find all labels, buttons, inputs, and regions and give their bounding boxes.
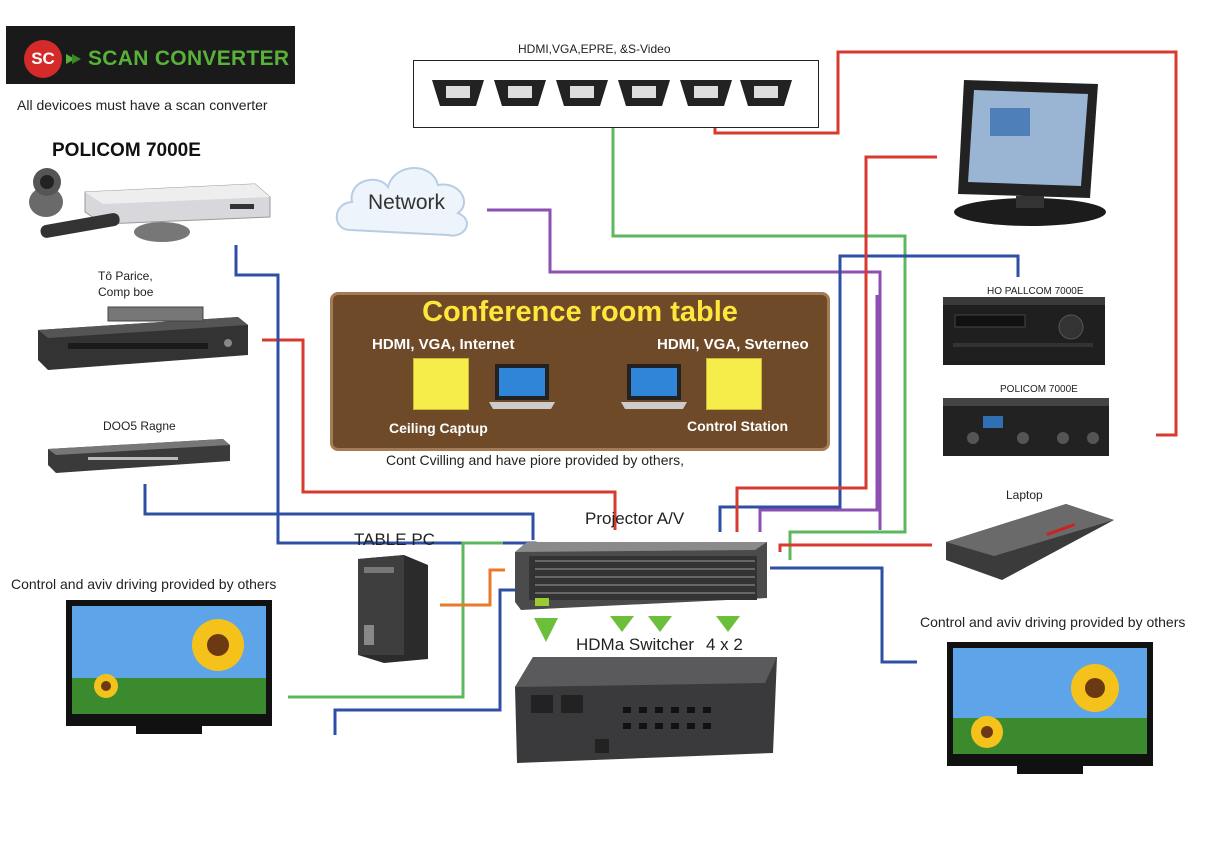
arrow-down-icon <box>534 618 558 642</box>
logo-arrow-icon <box>66 54 81 64</box>
hdmi-port-icon <box>432 80 484 106</box>
logo-text: SCAN CONVERTER <box>88 47 290 70</box>
hdmi-switcher-device-icon <box>515 657 777 763</box>
table-right-caption: Control Station <box>687 418 789 434</box>
projector-label: Projector A/V <box>585 509 685 528</box>
policom-title: POLICOM 7000E <box>52 140 201 161</box>
network-cloud-icon <box>335 167 468 237</box>
arrow-down-icon <box>648 616 672 632</box>
wire-red-laptop <box>778 543 932 552</box>
laptop-label: Laptop <box>1006 488 1043 502</box>
table-left-caption: Ceiling Captup <box>389 420 488 436</box>
under-table-note: Cont Cvilling and have piore provided by… <box>386 452 685 468</box>
wire-blue-dvd <box>143 484 535 540</box>
dvd-label: DOO5 Ragne <box>103 419 176 433</box>
table-right-heading: HDMI, VGA, Svterneo <box>657 336 809 353</box>
vga-port-icon <box>494 80 546 106</box>
laptop-device-icon <box>946 504 1114 580</box>
table-left-panel <box>413 358 469 410</box>
arrow-down-icon <box>716 616 740 632</box>
wire-blue-right-display <box>770 566 917 664</box>
left-display-caption: Control and aviv driving provided by oth… <box>11 576 277 592</box>
panel-title: HDMI,VGA,EPRE, &S-Video <box>518 42 671 56</box>
switcher-size: 4 x 2 <box>706 635 743 654</box>
right-rack1-label: HO PALLCOM 7000E <box>987 286 1084 297</box>
right-rack2-label: POLICOM 7000E <box>1000 384 1078 395</box>
left-display-icon <box>66 600 272 734</box>
table-pc-label: TABLE PC <box>354 530 435 549</box>
table-left-heading: HDMI, VGA, Internet <box>372 336 515 353</box>
table-right-panel <box>706 358 762 410</box>
network-label: Network <box>368 191 446 214</box>
touch-monitor-icon <box>954 80 1106 226</box>
amplifier-device-icon <box>943 398 1109 456</box>
right-display-icon <box>947 642 1153 774</box>
to-parice-label-2: Comp boe <box>98 285 154 299</box>
panel-ports <box>432 80 792 106</box>
policom-device-icon <box>29 168 271 242</box>
down-arrows <box>534 616 740 642</box>
laptop-icon-left <box>489 364 555 409</box>
av-receiver-device-icon <box>943 297 1105 365</box>
projector-av-device-icon <box>515 542 767 610</box>
laptop-icon-right <box>621 364 687 409</box>
svideo-port-icon <box>618 80 670 106</box>
switcher-label: HDMa Switcher <box>576 635 695 654</box>
to-parice-label-1: Tô Parice, <box>98 269 153 283</box>
logo-badge: SC <box>24 40 62 78</box>
wire-orange-pc <box>440 568 505 607</box>
table-title: Conference room table <box>422 296 738 328</box>
arrow-down-icon <box>610 616 634 632</box>
right-display-caption: Control and aviv driving provided by oth… <box>920 614 1186 630</box>
port-5-icon <box>680 80 732 106</box>
dvd-device-icon <box>48 439 230 473</box>
port-6-icon <box>740 80 792 106</box>
table-pc-tower-icon <box>358 555 428 663</box>
scan-converter-note: All devicoes must have a scan converter <box>17 97 268 113</box>
epre-port-icon <box>556 80 608 106</box>
receiver-device-icon <box>38 306 248 370</box>
